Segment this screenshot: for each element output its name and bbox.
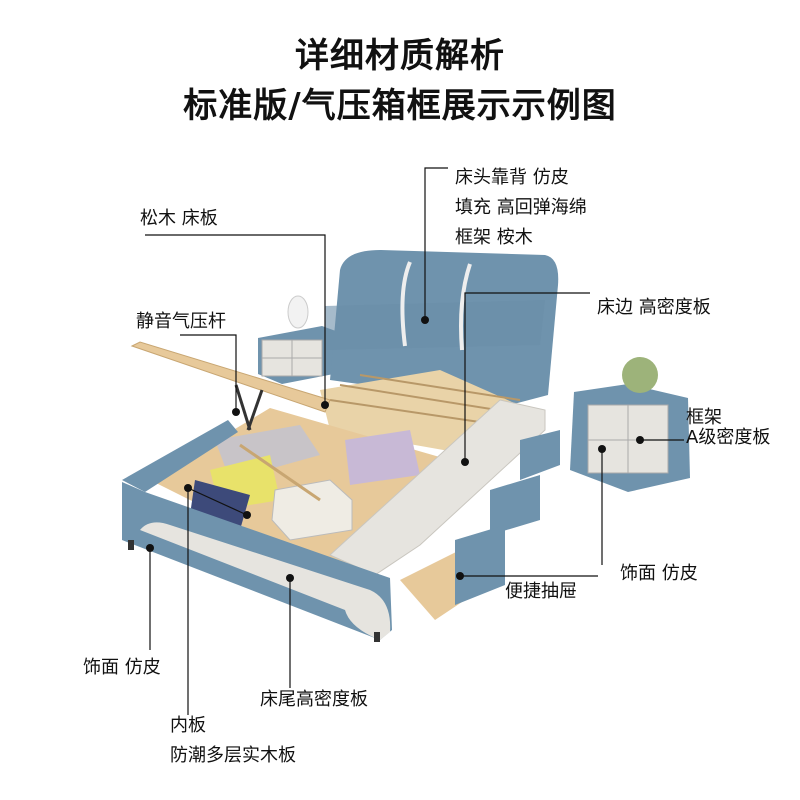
callout-headboard — [424, 167, 448, 320]
label-headboard-frame: 框架 桉木 — [455, 227, 533, 248]
label-side-rail: 床边 高密度板 — [597, 297, 711, 318]
label-drawer: 便捷抽屉 — [505, 581, 577, 602]
label-nightstand-frame: 框架 — [686, 407, 722, 428]
callout-side-rail — [464, 292, 590, 462]
title-line-2: 标准版/气压箱框展示示例图 — [183, 86, 617, 126]
left-nightstand — [258, 295, 344, 384]
drawers — [400, 430, 560, 620]
bed-frame — [122, 420, 392, 642]
label-gas-strut: 静音气压杆 — [136, 311, 226, 332]
label-footboard: 床尾高密度板 — [260, 689, 368, 710]
callout-bed-board — [145, 234, 326, 405]
label-nightstand-finish: 饰面 仿皮 — [620, 563, 698, 584]
side-rail — [329, 399, 546, 576]
title-line-1: 详细材质解析 — [295, 36, 505, 76]
label-inner-board: 内板 — [170, 715, 206, 736]
callout-dots — [146, 316, 644, 582]
label-headboard-cover: 床头靠背 仿皮 — [455, 167, 569, 188]
callout-lines — [145, 167, 684, 715]
gas-strut — [234, 384, 264, 431]
headboard — [325, 250, 559, 405]
callout-gas-strut — [180, 334, 237, 412]
label-bed-finish: 饰面 仿皮 — [83, 657, 161, 678]
label-nightstand-material: A级密度板 — [686, 427, 771, 448]
label-headboard-fill: 填充 高回弹海绵 — [455, 197, 587, 218]
label-bed-board: 松木 床板 — [140, 208, 218, 229]
right-nightstand — [570, 357, 690, 492]
label-inner-material: 防潮多层实木板 — [170, 745, 296, 766]
